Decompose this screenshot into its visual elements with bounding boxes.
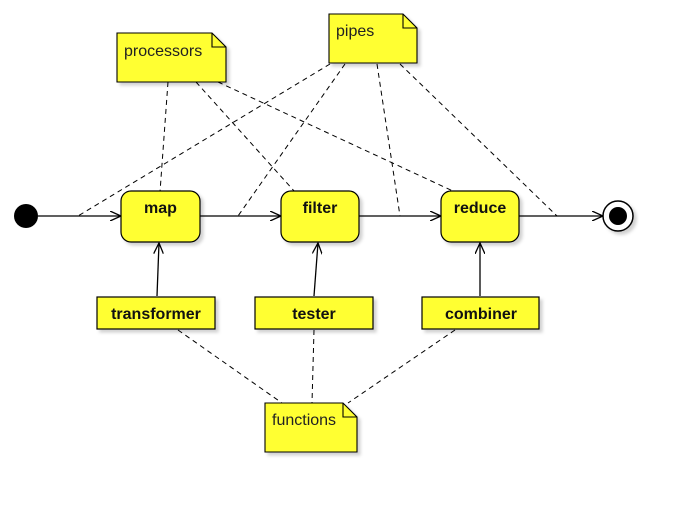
note-connectors <box>77 63 558 404</box>
transformer-to-functions <box>177 329 283 404</box>
flow-transformer-to-map <box>157 243 159 297</box>
note-pipes-text: pipes <box>336 23 374 40</box>
processors-to-reduce <box>217 81 456 193</box>
combiner-to-functions <box>347 329 456 404</box>
final-node <box>602 200 634 232</box>
processors-to-map <box>159 81 169 193</box>
control-flow <box>38 216 603 297</box>
pipes-to-flow3 <box>376 63 401 217</box>
object-combiner: combiner <box>421 296 540 330</box>
note-processors: processors <box>116 32 227 83</box>
object-transformer: transformer <box>96 296 216 330</box>
pipes-to-flow1 <box>77 63 331 217</box>
object-combiner-label: combiner <box>445 306 517 323</box>
object-tester: tester <box>254 296 374 330</box>
action-filter: filter <box>280 190 360 243</box>
note-functions-text: functions <box>272 412 336 429</box>
tester-to-functions <box>311 329 315 404</box>
initial-node <box>14 204 38 228</box>
note-pipes: pipes <box>328 13 418 64</box>
pipes-to-flow4 <box>399 63 558 217</box>
action-map: map <box>120 190 201 243</box>
action-reduce: reduce <box>440 190 520 243</box>
action-map-label: map <box>144 200 177 217</box>
object-transformer-label: transformer <box>111 306 201 323</box>
processors-to-filter <box>195 81 296 193</box>
note-processors-text: processors <box>124 43 202 60</box>
flow-tester-to-filter <box>314 243 318 297</box>
action-reduce-label: reduce <box>454 200 507 217</box>
action-filter-label: filter <box>303 200 338 217</box>
object-tester-label: tester <box>292 306 336 323</box>
note-functions: functions <box>264 402 358 453</box>
pipes-to-flow2 <box>237 63 346 217</box>
